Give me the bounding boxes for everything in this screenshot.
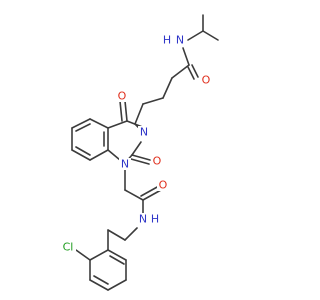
atom-label-o-amide-bottom: O: [157, 179, 169, 192]
atom-label-n-amide-top: N: [174, 34, 186, 47]
bond-layer: [71, 14, 219, 291]
atom-text: N: [176, 34, 184, 47]
bond: [89, 279, 109, 291]
bond: [171, 64, 190, 79]
atom-label-o-c2: O: [151, 155, 163, 168]
atom-label-n3: N: [138, 126, 150, 139]
atom-text: N: [121, 158, 129, 171]
bond: [124, 100, 128, 122]
atom-text: N: [139, 213, 147, 226]
bond: [75, 146, 91, 156]
bond: [75, 249, 91, 261]
atom-label-o-c4: O: [116, 90, 128, 103]
atom-label-h-amide-bottom: H: [150, 213, 161, 226]
atom-text: O: [153, 155, 162, 168]
atom-text: O: [118, 90, 127, 103]
bond: [131, 154, 151, 161]
bond: [75, 123, 91, 132]
molecule-structure-diagram: O N H O N O N O: [60, 14, 219, 291]
bond: [140, 185, 160, 197]
bond: [93, 275, 109, 285]
bond: [131, 141, 142, 156]
bond: [89, 118, 109, 129]
bond: [71, 149, 91, 161]
bond: [107, 279, 127, 291]
bond: [191, 64, 199, 78]
bond: [182, 47, 190, 66]
bond: [142, 189, 162, 201]
bond: [187, 66, 195, 80]
atom-label-o-amide-top: O: [200, 74, 212, 87]
atom-text: O: [159, 179, 168, 192]
bond: [89, 149, 109, 161]
bond: [142, 97, 164, 105]
bond: [71, 118, 91, 129]
atom-label-cl: Cl: [60, 241, 76, 254]
atom-text: O: [202, 74, 211, 87]
bond: [162, 77, 173, 99]
bond: [119, 100, 123, 122]
atom-label-layer: O N H O N O N O: [60, 34, 212, 254]
atom-text: Cl: [63, 241, 74, 254]
atom-label-h-amide-top: H: [162, 34, 173, 47]
atom-text: H: [163, 34, 171, 47]
bond: [202, 30, 219, 41]
bond: [107, 229, 126, 241]
bond: [187, 30, 204, 41]
bond: [89, 249, 109, 261]
bond: [107, 120, 128, 129]
bond: [124, 189, 144, 201]
atom-text: H: [151, 213, 159, 226]
bond: [107, 249, 127, 261]
bond: [124, 227, 138, 241]
bond: [107, 149, 121, 161]
bond: [134, 103, 144, 125]
atom-label-n-amide-bottom: N: [137, 213, 149, 226]
atom-label-n1: N: [119, 158, 131, 171]
atom-text: N: [140, 126, 148, 139]
bond: [130, 158, 150, 165]
bond: [109, 255, 125, 265]
